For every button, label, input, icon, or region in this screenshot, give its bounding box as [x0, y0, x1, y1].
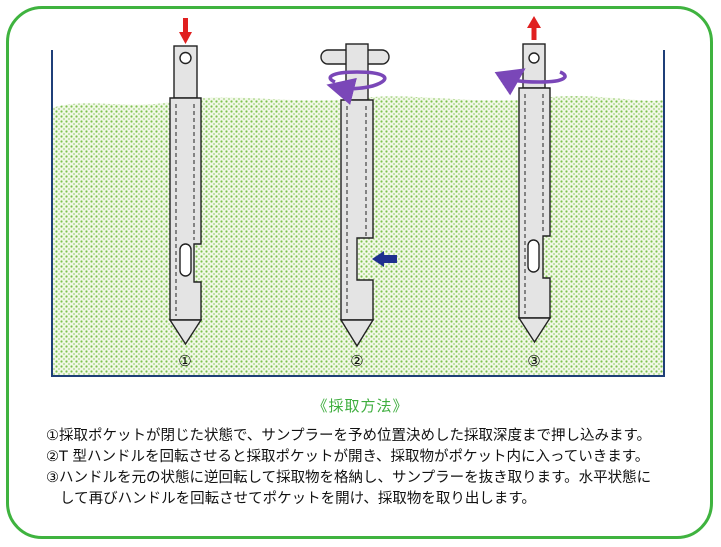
- step-1-text: ①採取ポケットが閉じた状態で、サンプラーを予め位置決めした採取深度まで押し込みま…: [46, 428, 652, 444]
- step-3-text-line2: して再びハンドルを回転させてポケットを開け、採取物を取り出します。: [60, 491, 536, 507]
- insert-arrow-icon: [372, 251, 384, 267]
- sampler-2: [320, 43, 397, 348]
- step-3-text-line1: ③ハンドルを元の状態に逆回転して採取物を格納し、サンプラーを抜き取ります。水平状…: [46, 470, 652, 486]
- step-marker-2: ②: [350, 352, 363, 370]
- step-2-text: ②T 型ハンドルを回転させると採取ポケットが開き、採取物がポケット内に入っていき…: [46, 449, 650, 465]
- sampler-1: [168, 18, 203, 346]
- tank-outline: [51, 50, 665, 377]
- push-arrow-icon: [179, 32, 192, 44]
- procedure-steps: ①採取ポケットが閉じた状態で、サンプラーを予め位置決めした採取深度まで押し込みま…: [46, 426, 686, 510]
- reverse-rotate-arrow-icon: [494, 68, 567, 96]
- step-marker-3: ③: [527, 352, 540, 370]
- sampler-3: [494, 16, 567, 344]
- caption-title: 《採取方法》: [312, 397, 409, 415]
- step-marker-1: ①: [178, 352, 191, 370]
- rotate-arrow-icon: [326, 70, 387, 105]
